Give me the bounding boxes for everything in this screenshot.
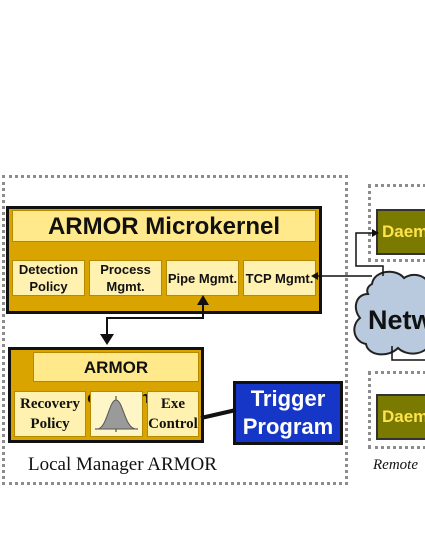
trigger-program-box: Trigger Program bbox=[233, 381, 343, 445]
recovery-policy-cell: Recovery Policy bbox=[14, 391, 86, 437]
distribution-graph-icon bbox=[95, 396, 138, 432]
remote-bottom-container bbox=[368, 371, 425, 449]
process-mgmt-cell: Process Mgmt. bbox=[89, 260, 162, 296]
local-manager-container bbox=[2, 175, 348, 485]
trigger-label-line1: Trigger bbox=[250, 386, 326, 411]
network-label: Netw bbox=[368, 305, 425, 335]
remote-caption: Remote bbox=[373, 457, 418, 473]
distribution-graph-cell bbox=[90, 391, 143, 437]
local-manager-caption: Local Manager ARMOR bbox=[28, 454, 217, 475]
top-armor-title: ARMOR Microkernel bbox=[12, 210, 316, 242]
remote-top-container bbox=[368, 184, 425, 262]
network-cloud-icon bbox=[353, 270, 425, 356]
remote-daemon-top: Daem bbox=[376, 209, 425, 255]
remote-daemon-bottom: Daem bbox=[376, 394, 425, 440]
detection-policy-cell: Detection Policy bbox=[12, 260, 85, 296]
exe-control-cell: Exe Control bbox=[147, 391, 199, 437]
pipe-mgmt-cell: Pipe Mgmt. bbox=[166, 260, 239, 296]
trigger-label-line2: Program bbox=[242, 414, 334, 439]
